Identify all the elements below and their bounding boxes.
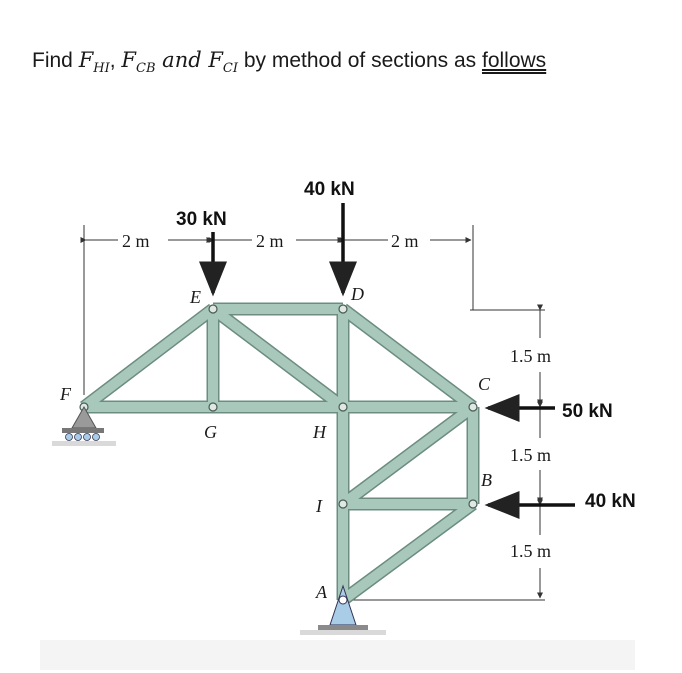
underlined-word: follows (481, 49, 547, 72)
load-40kn-top: 40 kN (304, 179, 355, 200)
pin-support-a (300, 584, 386, 635)
dim-1-5m-3: 1.5 m (510, 541, 551, 561)
roller-support-f (52, 405, 116, 446)
suffix-text: by method of sections as (238, 49, 482, 72)
load-40kn-right: 40 kN (585, 491, 636, 512)
load-30kn: 30 kN (176, 209, 227, 230)
dim-2m-2: 2 m (256, 231, 284, 251)
label-h: H (312, 422, 327, 442)
f-cb-symbol: FCB (121, 48, 156, 77)
ground-shade (40, 640, 635, 670)
dim-2m-3: 2 m (391, 231, 419, 251)
label-f: F (59, 384, 72, 404)
label-g: G (204, 422, 217, 442)
load-arrows (199, 203, 575, 519)
label-e: E (189, 287, 201, 307)
label-i: I (315, 496, 323, 516)
and-text: and (155, 48, 209, 72)
label-b: B (481, 470, 492, 490)
label-d: D (350, 284, 364, 304)
dim-2m-1: 2 m (122, 231, 150, 251)
label-a: A (315, 582, 328, 602)
comma-text: , (109, 49, 122, 72)
joint-pins (79, 304, 478, 509)
f-ci-symbol: FCI (208, 48, 239, 77)
truss-members (80, 302, 480, 606)
label-c: C (478, 374, 491, 394)
top-dimensions (80, 225, 474, 395)
problem-statement: Find FHI, FCB and FCI by method of secti… (32, 48, 546, 76)
dim-1-5m-2: 1.5 m (510, 445, 551, 465)
load-50kn: 50 kN (562, 401, 613, 422)
dim-1-5m-1: 1.5 m (510, 346, 551, 366)
f-hi-symbol: FHI (78, 48, 110, 77)
right-dimensions (350, 304, 545, 601)
prefix-text: Find (32, 49, 79, 72)
